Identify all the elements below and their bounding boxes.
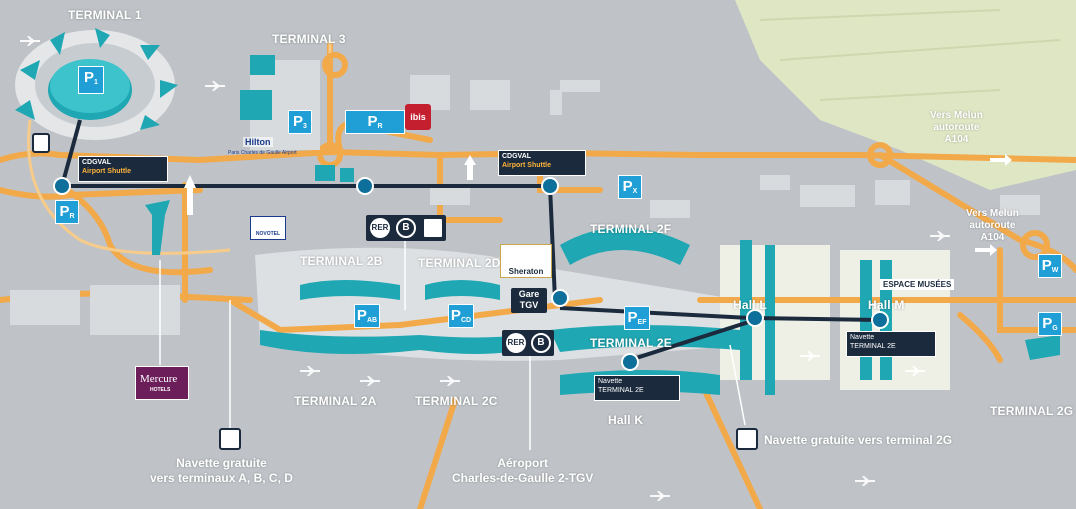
parking-px: PX	[618, 175, 642, 199]
parking-pab: PAB	[354, 304, 380, 328]
train-icon: RER	[506, 333, 526, 353]
espace-musees-sign: ESPACE MUSÉES	[880, 279, 955, 290]
terminal-2f-label: TERMINAL 2F	[590, 222, 672, 236]
cdgval-sign-t1: CDGVAL Airport Shuttle	[78, 156, 168, 182]
melun-a104-label-2: Vers Melun autoroute A104	[966, 208, 1019, 243]
terminal-2b-label: TERMINAL 2B	[300, 254, 383, 268]
rer-b-badge: B	[531, 333, 551, 353]
roundabout	[1020, 230, 1050, 260]
terminal-3-building	[145, 55, 354, 255]
parking-p1: P1	[78, 66, 104, 94]
train-icon: RER	[370, 218, 390, 238]
hilton-logo: Hilton	[243, 137, 273, 147]
navette-2e-sign-m: Navette TERMINAL 2E	[846, 331, 936, 357]
melun-a104-label-1: Vers Melun autoroute A104	[930, 110, 983, 145]
novotel-logo: NOVOTEL	[250, 216, 286, 240]
parking-pef: PEF	[624, 306, 650, 330]
parking-pw: PW	[1038, 254, 1062, 278]
hall-l-label: Hall L	[733, 298, 767, 312]
aeroport-tgv-caption: Aéroport Charles-de-Gaulle 2-TGV	[452, 456, 594, 485]
terminal-1-building	[15, 28, 178, 140]
ibis-logo: ibis	[405, 104, 431, 130]
parking-pr-t1: PR	[55, 200, 79, 224]
rer-b-block-t2: RER B	[366, 215, 446, 241]
navette-2e-sign-k: Navette TERMINAL 2E	[594, 375, 680, 401]
pointer-lines	[159, 240, 746, 450]
hall-m-label: Hall M	[868, 298, 905, 312]
terminal-2d-label: TERMINAL 2D	[418, 256, 501, 270]
parking-p3: P3	[288, 110, 312, 134]
roundabout	[322, 52, 348, 78]
terminal-2c-label: TERMINAL 2C	[415, 394, 498, 408]
terminal-3-label: TERMINAL 3	[272, 32, 346, 46]
cdgval-stations	[53, 177, 889, 371]
bus-icon	[422, 217, 444, 239]
terminal-2a-label: TERMINAL 2A	[294, 394, 377, 408]
terminal-1-label: TERMINAL 1	[68, 8, 142, 22]
parking-pr-t3: PR	[345, 110, 405, 134]
plane-icons	[20, 36, 950, 501]
shuttle-icon: CDGVAL	[502, 153, 532, 160]
terminal-2g-label: TERMINAL 2G	[990, 404, 1074, 418]
terminal-2e-label: TERMINAL 2E	[590, 336, 672, 350]
hall-k-label: Hall K	[608, 413, 644, 427]
parking-pg: PG	[1038, 312, 1062, 336]
shuttle-icon: CDGVAL	[82, 159, 112, 166]
gare-tgv-sign: Gare TGV	[511, 288, 547, 313]
cdgval-sign-t2: CDGVAL Airport Shuttle	[498, 150, 586, 176]
hilton-subtitle: Paris Charles de Gaulle Airport	[228, 150, 297, 156]
bus-icon	[736, 428, 758, 450]
rer-b-block-tgv: RER B	[502, 330, 554, 356]
navette-abcd-caption: Navette gratuite vers terminaux A, B, C,…	[150, 456, 293, 485]
sheraton-logo: Sheraton	[500, 244, 552, 278]
navette-2g-caption: Navette gratuite vers terminal 2G	[764, 433, 953, 447]
mercure-logo: Mercure HOTELS	[135, 366, 189, 400]
roundabout	[867, 142, 893, 168]
parking-pcd: PCD	[448, 304, 474, 328]
bus-icon	[219, 428, 241, 450]
terminal-2abcd-buildings	[260, 280, 520, 354]
arrows	[184, 154, 1012, 256]
rer-b-badge: B	[396, 218, 416, 238]
fuel-icon	[32, 133, 50, 153]
